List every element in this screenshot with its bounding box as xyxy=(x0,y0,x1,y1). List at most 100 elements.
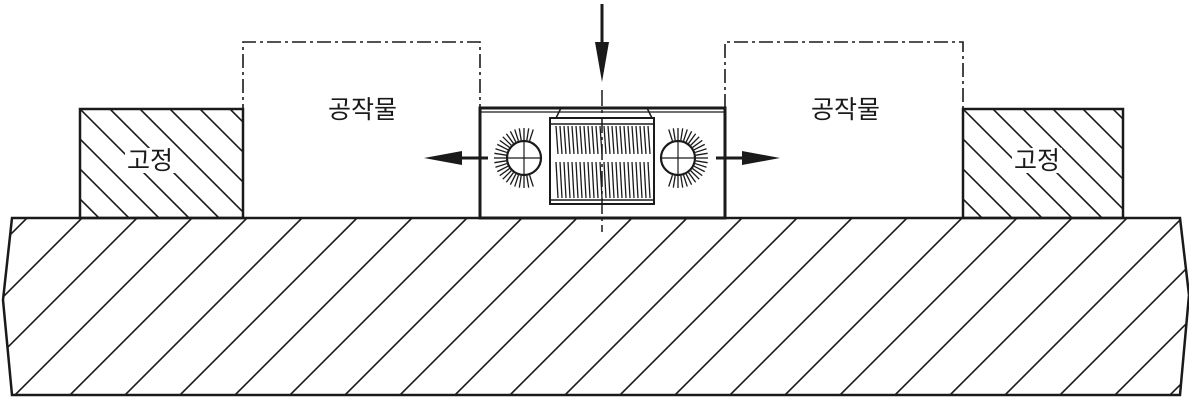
hatch-line xyxy=(0,109,69,218)
hatch-line xyxy=(619,218,798,395)
bristle xyxy=(518,128,522,141)
bristle xyxy=(643,125,647,155)
hatch-line xyxy=(1082,109,1123,151)
arrow-right-icon xyxy=(716,151,780,165)
bristle xyxy=(555,161,559,199)
bristle xyxy=(680,175,684,188)
hatch-line xyxy=(963,167,1013,218)
bristle xyxy=(647,125,651,155)
bristle xyxy=(635,125,639,155)
bristle xyxy=(672,128,676,141)
hatch-line xyxy=(289,218,468,395)
workpiece-left-label: 공작물 xyxy=(328,95,398,124)
bristle xyxy=(567,125,571,155)
bristle xyxy=(563,161,567,199)
bristle xyxy=(682,174,688,187)
bristle xyxy=(495,148,508,154)
hatch-line xyxy=(1112,109,1123,121)
bristle xyxy=(623,125,627,155)
base-hatch xyxy=(3,218,1189,395)
fixture-left-label: 고정 xyxy=(125,146,176,175)
hatch-line xyxy=(963,197,983,218)
bristle xyxy=(694,162,707,168)
bristle xyxy=(692,139,703,148)
bristle xyxy=(528,129,534,142)
bristle xyxy=(603,161,607,199)
bristle xyxy=(505,172,514,183)
hatch-line xyxy=(1022,109,1123,211)
bristle xyxy=(563,125,567,155)
bristle xyxy=(611,161,615,199)
bristle xyxy=(583,161,587,199)
bristle xyxy=(587,161,591,199)
bristle xyxy=(685,130,693,143)
bristle xyxy=(639,125,643,155)
hatch-line xyxy=(234,218,413,395)
bristle xyxy=(690,170,700,180)
bristle xyxy=(571,161,575,199)
base-plate xyxy=(1,216,1189,397)
bristle xyxy=(627,125,631,155)
bristle xyxy=(619,161,623,199)
fixture-right-label: 고정 xyxy=(1012,146,1063,175)
bristle xyxy=(631,125,635,155)
hatch-line xyxy=(229,109,243,124)
hatch-line xyxy=(729,218,908,395)
bristle xyxy=(591,125,595,155)
bristle xyxy=(509,173,517,186)
bristle xyxy=(499,139,510,148)
arrow-down-icon xyxy=(595,4,609,82)
hatch-line xyxy=(124,218,303,395)
bristle xyxy=(496,165,509,173)
hatch-line xyxy=(784,218,963,395)
bristle xyxy=(494,160,507,164)
hatch-line xyxy=(14,218,193,395)
bristle xyxy=(639,161,643,199)
bristle xyxy=(502,170,512,180)
hatch-line xyxy=(1114,218,1189,395)
bristle xyxy=(583,125,587,155)
hatch-line xyxy=(169,109,243,184)
bristle xyxy=(495,162,508,168)
bristle xyxy=(694,148,707,154)
bristle xyxy=(555,125,559,155)
hatch-line xyxy=(179,218,358,395)
bristle xyxy=(514,129,520,142)
bristle xyxy=(514,174,520,187)
bristle xyxy=(567,161,571,199)
bristle xyxy=(627,161,631,199)
hatch-line xyxy=(839,218,1018,395)
bristle xyxy=(502,136,512,146)
hatch-line xyxy=(894,218,1073,395)
bristle xyxy=(528,174,534,187)
bristle xyxy=(595,161,599,199)
bristle xyxy=(571,125,575,155)
bristle xyxy=(559,161,563,199)
hatch-line xyxy=(1004,218,1183,395)
hatch-line xyxy=(139,109,243,214)
bristle xyxy=(692,168,703,177)
bristle xyxy=(591,161,595,199)
hatch-line xyxy=(564,218,743,395)
hatch-line xyxy=(399,218,578,395)
bristle xyxy=(623,161,627,199)
bristle xyxy=(688,172,697,183)
hatch-line xyxy=(3,218,83,395)
bristle xyxy=(579,161,583,199)
bristle xyxy=(575,125,579,155)
hatch-line xyxy=(949,218,1128,395)
bristle xyxy=(518,175,522,188)
bristle xyxy=(647,161,651,199)
bristle xyxy=(672,175,676,188)
hatch-line xyxy=(80,197,100,218)
bristle xyxy=(680,128,684,141)
bristle xyxy=(603,125,607,155)
bristle xyxy=(615,161,619,199)
hatch-line xyxy=(3,218,138,395)
bristle xyxy=(693,143,706,151)
bristle xyxy=(494,152,507,156)
bristle xyxy=(526,175,530,188)
workpiece-right xyxy=(724,41,964,218)
hatch-line xyxy=(1052,109,1123,181)
